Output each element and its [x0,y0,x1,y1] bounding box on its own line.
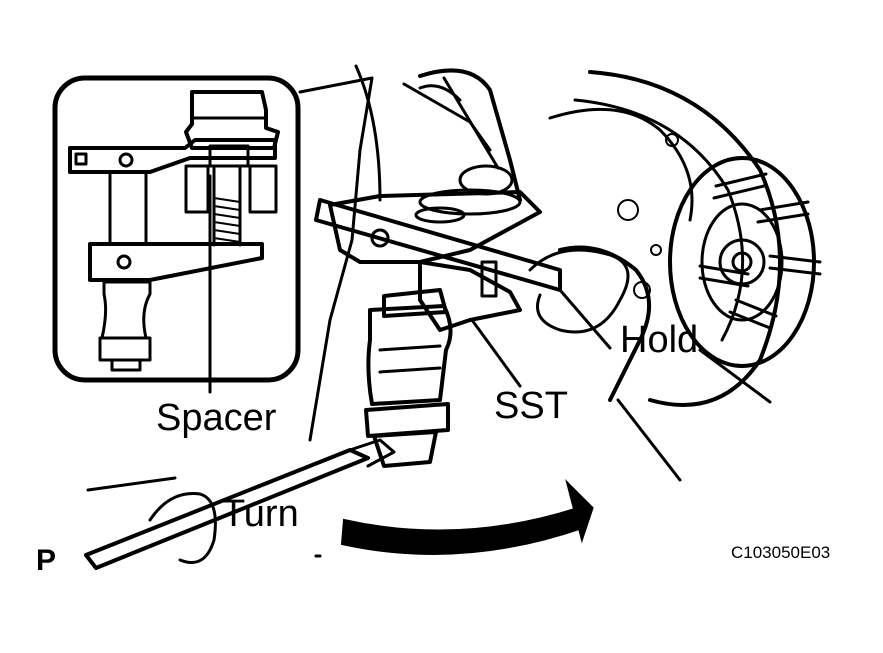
wheel-studs [698,172,822,330]
figure-code: C103050E03 [731,543,830,562]
label-sst: SST [494,385,568,427]
holding-wrench [314,198,562,292]
inset-right-block [248,164,278,214]
inset-top-bolt [118,152,134,168]
inset-lower-bolt [116,254,132,270]
label-spacer: Spacer [156,397,277,439]
inset-left-block [184,164,210,214]
sst-body [366,304,453,406]
turn-arrow-body [340,506,584,555]
sst-upper-plate [328,190,542,264]
label-hold: Hold [620,319,698,361]
hold-leader [558,288,612,350]
body-lines [86,64,522,558]
wheel-hub-assembly [548,70,822,482]
turning-wrench [84,448,370,570]
inset-lower-body [100,280,152,340]
inset-lower-arm [88,242,264,282]
brake-disc-inner [573,98,745,342]
strut-tube [418,68,522,202]
right-hand [528,248,630,334]
left-hand [148,492,217,564]
corner-letter: P [36,544,56,577]
sst-lower-arm [418,260,522,332]
sst-bottom-nut [372,430,438,468]
label-turn: Turn [222,493,299,535]
inset-frame [52,75,301,383]
turn-arrow-head [565,479,594,544]
strut-nut [458,164,514,196]
inset-column [108,170,148,246]
inset-detail [52,75,301,383]
steering-knuckle [558,245,652,402]
inset-top-arm [68,138,277,174]
sst-tool [314,164,562,468]
inset-nut [98,336,152,362]
sst-leader [470,318,522,388]
